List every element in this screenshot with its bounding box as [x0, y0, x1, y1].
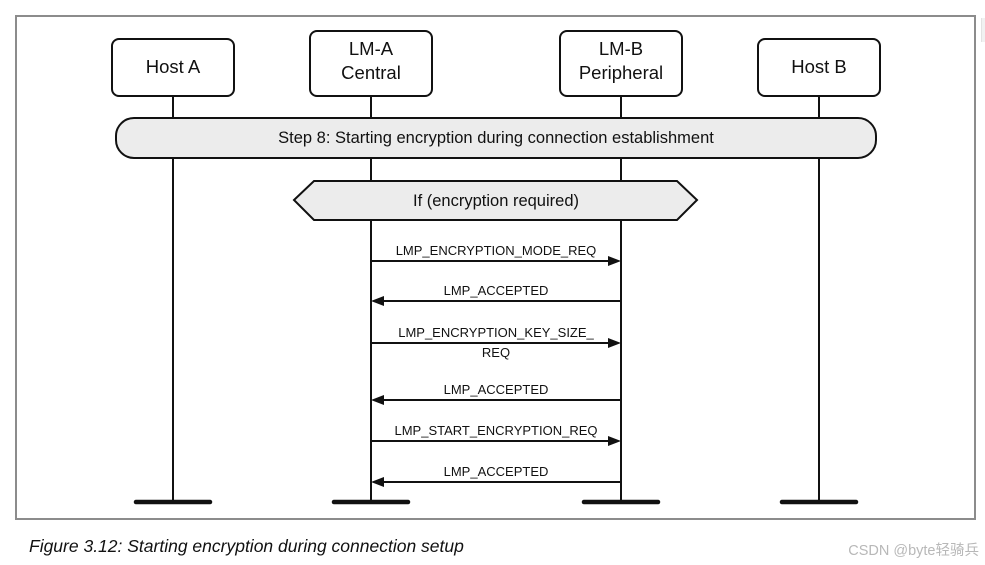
message-arrow: LMP_ACCEPTED: [371, 464, 621, 487]
participant-label: LM-A: [349, 38, 394, 59]
arrowhead-icon: [371, 395, 384, 405]
step-banner-text: Step 8: Starting encryption during conne…: [278, 129, 714, 147]
message-arrow: LMP_START_ENCRYPTION_REQ: [371, 423, 621, 446]
step-banner: Step 8: Starting encryption during conne…: [115, 117, 877, 159]
message-arrow: LMP_ENCRYPTION_MODE_REQ: [371, 243, 621, 266]
message-label: LMP_ENCRYPTION_MODE_REQ: [396, 243, 597, 258]
arrowhead-icon: [608, 436, 621, 446]
diagram-frame: [15, 15, 976, 520]
message-label: LMP_START_ENCRYPTION_REQ: [395, 423, 598, 438]
participant-box: [111, 38, 235, 97]
arrowhead-icon: [608, 338, 621, 348]
figure-caption: Figure 3.12: Starting encryption during …: [29, 536, 464, 556]
arrowhead-icon: [371, 477, 384, 487]
participant-label: Central: [341, 62, 401, 83]
side-scroll-tab: [981, 18, 985, 42]
participant-box: [559, 30, 683, 97]
message-label: LMP_ACCEPTED: [444, 382, 549, 397]
message-arrow: LMP_ACCEPTED: [371, 382, 621, 405]
participant-lm-b: LM-B Peripheral: [559, 30, 683, 97]
arrowhead-icon: [371, 296, 384, 306]
participant-box: [757, 38, 881, 97]
message-label: LMP_ACCEPTED: [444, 464, 549, 479]
participant-host-a: Host A: [111, 38, 235, 97]
message-label: LMP_ACCEPTED: [444, 283, 549, 298]
participant-label: Peripheral: [579, 62, 663, 83]
arrowhead-icon: [608, 256, 621, 266]
watermark: CSDN @byte轻骑兵: [848, 543, 979, 559]
participant-label: Host B: [791, 56, 847, 77]
condition-block: If (encryption required): [292, 180, 699, 221]
message-arrow: LMP_ENCRYPTION_KEY_SIZE_ REQ: [371, 325, 621, 360]
message-arrow: LMP_ACCEPTED: [371, 283, 621, 306]
sequence-diagram: Host A LM-A Central LM-B Peripheral Host B St…: [15, 15, 976, 520]
message-label: REQ: [482, 345, 510, 360]
participant-host-b: Host B: [757, 38, 881, 97]
participant-label: LM-B: [599, 38, 643, 59]
participant-lm-a: LM-A Central: [309, 30, 433, 97]
message-label: LMP_ENCRYPTION_KEY_SIZE_: [398, 325, 594, 340]
participant-label: Host A: [146, 56, 201, 77]
condition-text: If (encryption required): [413, 192, 579, 210]
participant-box: [309, 30, 433, 97]
